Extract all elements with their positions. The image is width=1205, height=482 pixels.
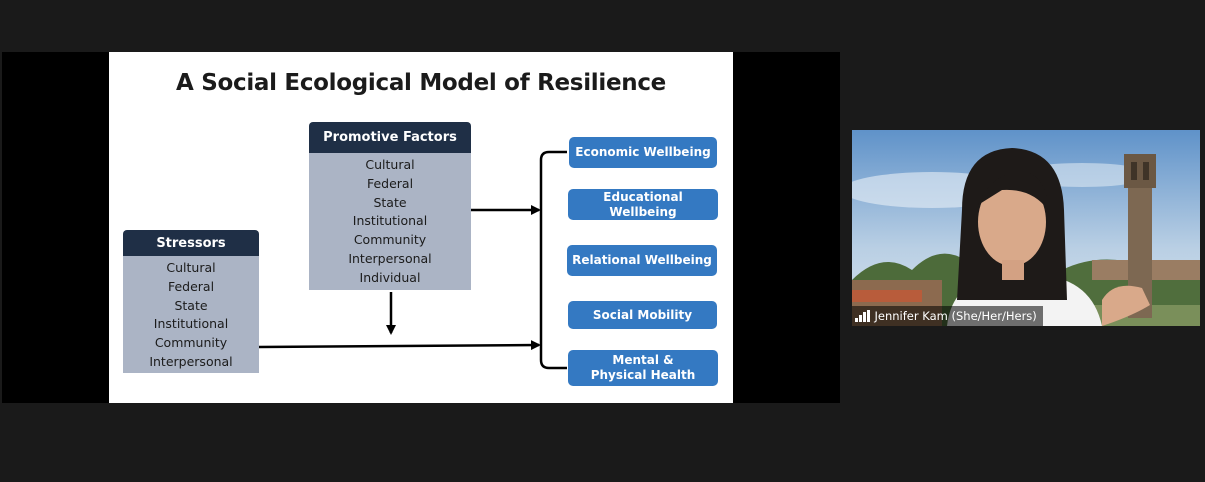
stressors-to-outcomes-arrow <box>258 340 541 351</box>
outcome-mental-physical-health: Mental & Physical Health <box>568 350 718 386</box>
list-item: Individual <box>359 269 421 285</box>
participant-name-tag: Jennifer Kam (She/Her/Hers) <box>852 306 1043 326</box>
signal-bars-icon <box>855 310 870 322</box>
list-item: Institutional <box>352 213 428 229</box>
participant-name: Jennifer Kam (She/Her/Hers) <box>874 309 1037 323</box>
outcome-educational-wellbeing: Educational Wellbeing <box>568 189 718 220</box>
promotive-factors-header: Promotive Factors <box>309 122 471 153</box>
list-item: Federal <box>366 175 414 191</box>
list-item: Interpersonal <box>348 250 432 266</box>
outcomes-bracket <box>539 150 567 370</box>
outcome-relational-wellbeing: Relational Wellbeing <box>567 245 717 276</box>
screen-share-area: A Social Ecological Model of Resilience … <box>2 52 840 403</box>
list-item: State <box>373 194 407 210</box>
stressors-header: Stressors <box>123 230 259 256</box>
list-item: Community <box>353 232 427 248</box>
diagram-arrows <box>258 150 567 370</box>
list-item: Interpersonal <box>149 353 233 369</box>
outcome-social-mobility: Social Mobility <box>568 301 717 329</box>
outcome-economic-wellbeing: Economic Wellbeing <box>569 137 717 168</box>
participant-video-tile[interactable]: Jennifer Kam (She/Her/Hers) <box>852 130 1200 326</box>
presentation-slide: A Social Ecological Model of Resilience … <box>109 52 733 403</box>
list-item: Cultural <box>166 260 216 275</box>
participant-video <box>852 130 1200 326</box>
list-item: Cultural <box>365 157 415 172</box>
slide-title: A Social Ecological Model of Resilience <box>176 70 666 96</box>
promotive-factors-list: Cultural Federal State Institutional Com… <box>309 153 471 290</box>
list-item: Federal <box>167 278 215 294</box>
list-item: State <box>174 297 208 313</box>
stressors-list: Cultural Federal State Institutional Com… <box>123 256 259 373</box>
list-item: Institutional <box>153 316 229 332</box>
list-item: Community <box>154 335 228 351</box>
